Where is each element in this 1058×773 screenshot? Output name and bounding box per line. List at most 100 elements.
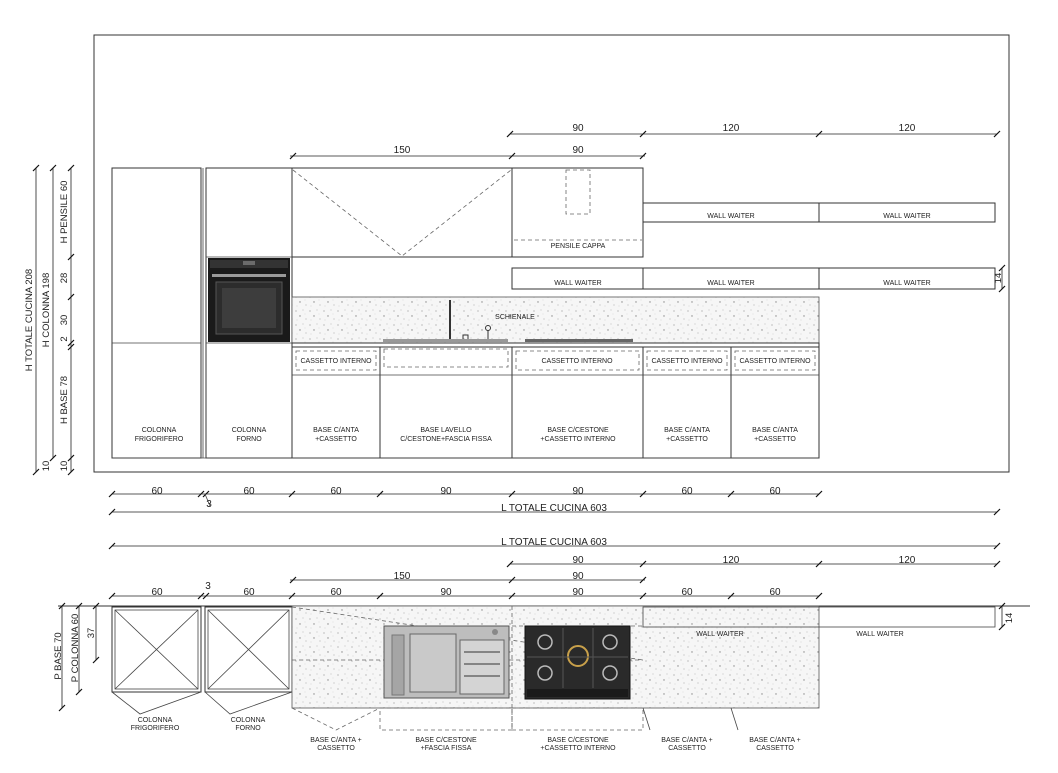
- schienale: [291, 296, 820, 344]
- label-cassetto-interno-2: CASSETTO INTERNO: [541, 358, 613, 365]
- dim-plan-mod-7: 60: [769, 587, 781, 598]
- dim-10-b: 10: [59, 461, 70, 472]
- dim-plan-mod-5: 90: [572, 587, 584, 598]
- dim-plan-90-a: 90: [572, 555, 584, 566]
- plan-label-cestone3-2: +CASSETTO INTERNO: [540, 745, 616, 752]
- wall-waiter-upper-2: [818, 202, 996, 223]
- dim-mod-7: 60: [769, 486, 781, 497]
- oven-icon: [208, 258, 290, 342]
- elevation-bottom-dimensions: [108, 490, 1001, 516]
- colonna-frigorifero: [111, 167, 202, 459]
- label-colonna-frigo-2: FRIGORIFERO: [135, 436, 184, 443]
- gas-hob-icon: [524, 625, 631, 700]
- dim-p-base: P BASE 70: [53, 632, 64, 679]
- plan-label-anta-2b: CASSETTO: [668, 745, 706, 752]
- plan-label-forno-1: COLONNA: [231, 717, 266, 724]
- label-cassetto-interno-1: CASSETTO INTERNO: [300, 358, 372, 365]
- plan-label-anta-1a: BASE C/ANTA +: [310, 737, 361, 744]
- label-wall-waiter-4: WALL WAITER: [707, 280, 754, 287]
- plan-door-swings: [111, 691, 739, 731]
- plan-label-cestone-2: +FASCIA FISSA: [421, 745, 472, 752]
- plan-label-wall-waiter-1: WALL WAITER: [696, 631, 743, 638]
- label-colonna-forno-2: FORNO: [236, 436, 262, 443]
- base-cabinets: [291, 346, 820, 459]
- dim-14-elev: 14: [993, 273, 1004, 284]
- label-wall-waiter-5: WALL WAITER: [883, 280, 930, 287]
- countertop: [291, 342, 820, 348]
- dim-120-top-a: 120: [723, 123, 740, 134]
- dim-h-base: H BASE 78: [59, 376, 70, 424]
- plan-colonna-frigo: [111, 606, 202, 693]
- dim-p-colonna: P COLONNA 60: [70, 614, 81, 682]
- label-wall-waiter-2: WALL WAITER: [883, 213, 930, 220]
- dim-mod-1: 60: [151, 486, 163, 497]
- dim-14-plan: 14: [1004, 613, 1015, 624]
- dim-mod-6: 60: [681, 486, 693, 497]
- hob-rim: [525, 339, 633, 342]
- label-wall-waiter-1: WALL WAITER: [707, 213, 754, 220]
- elevation-left-dimensions: [32, 164, 75, 476]
- dim-30: 30: [59, 315, 70, 326]
- plan-label-cestone3-1: BASE C/CESTONE: [547, 737, 609, 744]
- dim-h-pensile: H PENSILE 60: [59, 181, 70, 244]
- label-wall-waiter-3: WALL WAITER: [554, 280, 601, 287]
- plan-label-anta-2a: BASE C/ANTA +: [661, 737, 712, 744]
- label-base-anta-3b: +CASSETTO: [754, 436, 796, 443]
- dim-120-top-b: 120: [899, 123, 916, 134]
- label-base-anta-1b: +CASSETTO: [315, 436, 357, 443]
- dim-plan-120-a: 120: [723, 555, 740, 566]
- plan-label-frigo-1: COLONNA: [138, 717, 173, 724]
- label-cassetto-interno-3: CASSETTO INTERNO: [651, 358, 723, 365]
- dim-gap-elev: 3: [206, 499, 212, 510]
- label-colonna-forno-1: COLONNA: [232, 427, 267, 434]
- dim-h-colonna: H COLONNA 198: [41, 273, 52, 347]
- plan-label-frigo-2: FRIGORIFERO: [131, 725, 180, 732]
- label-base-anta-3a: BASE C/ANTA: [752, 427, 798, 434]
- pensile-150: [291, 167, 513, 258]
- plan-left-dimensions: [58, 602, 100, 712]
- elevation-view: 90 120 120 150 90 COLONNA FRIGORIFERO C: [24, 34, 1010, 516]
- wall-waiter-lower-3: [818, 267, 996, 290]
- label-schienale: SCHIENALE: [495, 314, 535, 321]
- plan-label-anta-3a: BASE C/ANTA +: [749, 737, 800, 744]
- dim-totale-elev: L TOTALE CUCINA 603: [501, 503, 607, 514]
- dim-150-top: 150: [394, 145, 411, 156]
- dim-plan-150: 150: [394, 571, 411, 582]
- elevation-frame: [93, 34, 1010, 473]
- dim-plan-mod-4: 90: [440, 587, 452, 598]
- label-colonna-frigo-1: COLONNA: [142, 427, 177, 434]
- dim-mod-3: 60: [330, 486, 342, 497]
- plan-label-anta-1b: CASSETTO: [317, 745, 355, 752]
- sink-icon: [383, 625, 510, 699]
- dim-totale-plan: L TOTALE CUCINA 603: [501, 537, 607, 548]
- label-lavello-1: BASE LAVELLO: [420, 427, 472, 434]
- plan-label-forno-2: FORNO: [235, 725, 261, 732]
- dim-gap-plan: 3: [205, 581, 211, 592]
- dim-plan-mod-6: 60: [681, 587, 693, 598]
- label-lavello-2: C/CESTONE+FASCIA FISSA: [400, 436, 492, 443]
- dim-h-totale: H TOTALE CUCINA 208: [24, 269, 35, 371]
- label-base-anta-2a: BASE C/ANTA: [664, 427, 710, 434]
- dim-plan-mod-1: 60: [151, 587, 163, 598]
- label-cestone-2: +CASSETTO INTERNO: [540, 436, 616, 443]
- label-cassetto-interno-4: CASSETTO INTERNO: [739, 358, 811, 365]
- dim-37: 37: [86, 628, 97, 639]
- plan-view: L TOTALE CUCINA 603 90 120 120 150 90 3 …: [53, 537, 1030, 752]
- dim-plan-mod-3: 60: [330, 587, 342, 598]
- dim-plan-120-b: 120: [899, 555, 916, 566]
- plan-label-wall-waiter-2: WALL WAITER: [856, 631, 903, 638]
- elevation-top-dimensions: 90 120 120 150 90: [289, 123, 1001, 160]
- dim-plan-90-b: 90: [572, 571, 584, 582]
- label-base-anta-2b: +CASSETTO: [666, 436, 708, 443]
- dim-28: 28: [59, 273, 70, 284]
- dim-mod-2: 60: [243, 486, 255, 497]
- dim-90-top-b: 90: [572, 145, 584, 156]
- plan-wall-waiter: [642, 606, 996, 628]
- plan-label-anta-3b: CASSETTO: [756, 745, 794, 752]
- plan-label-cestone-1: BASE C/CESTONE: [415, 737, 477, 744]
- label-cestone-1: BASE C/CESTONE: [547, 427, 609, 434]
- plan-top-dimensions: [108, 542, 1001, 600]
- dim-90-top: 90: [572, 123, 584, 134]
- label-base-anta-1a: BASE C/ANTA: [313, 427, 359, 434]
